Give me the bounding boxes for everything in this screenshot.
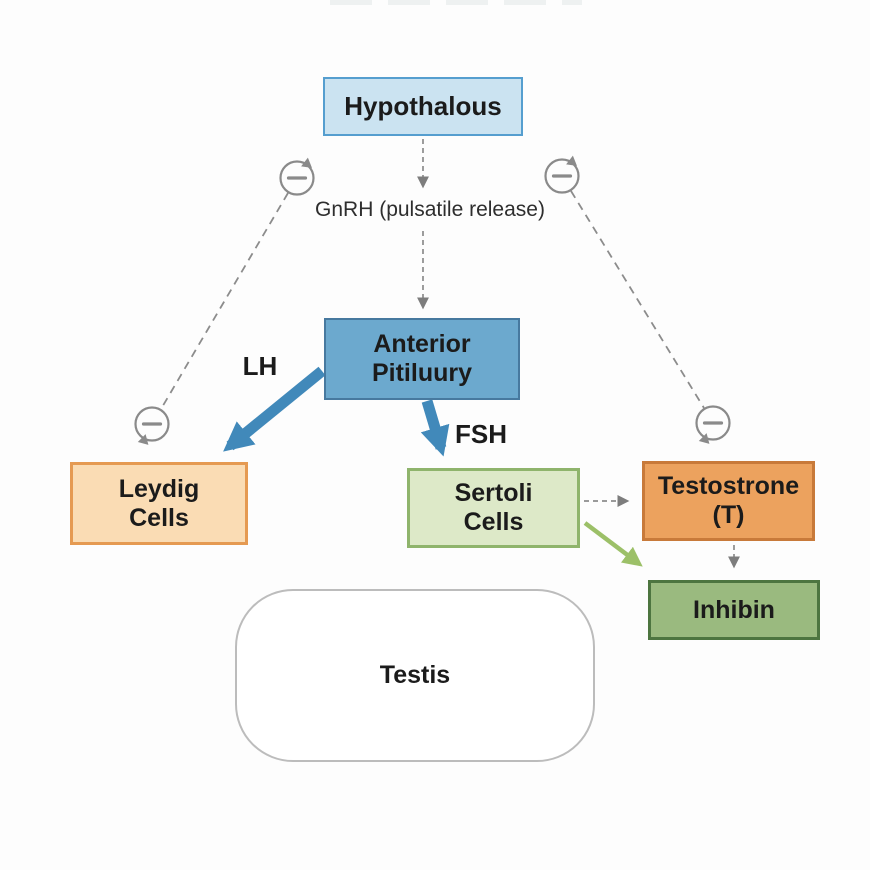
lh-label: LH [242, 351, 278, 381]
negative-feedback-icon [134, 406, 170, 445]
node-testis: Testis [235, 589, 595, 762]
fsh-arrow [420, 399, 450, 457]
node-leydig-cells-label: Leydig Cells [118, 474, 200, 532]
node-sertoli-cells: Sertoli Cells [407, 468, 580, 548]
right-negative-feedback-line [570, 190, 705, 409]
negative-feedback-icon [279, 157, 315, 196]
node-anterior-pituitary-label: Anterior Pitiluury [371, 330, 472, 387]
negative-feedback-icon [695, 405, 731, 444]
node-leydig-cells: Leydig Cells [70, 462, 248, 545]
negative-feedback-icon [544, 155, 580, 194]
node-inhibin-label: Inhibin [693, 595, 775, 624]
node-sertoli-cells-label: Sertoli Cells [454, 479, 533, 536]
node-hypothalamus: Hypothalous [323, 77, 523, 136]
node-inhibin: Inhibin [648, 580, 820, 640]
cropped-title-artifact [330, 0, 582, 5]
lh-arrow [223, 366, 326, 452]
fsh-label: FSH [455, 419, 507, 449]
node-hypothalamus-label: Hypothalous [344, 91, 502, 122]
node-anterior-pituitary: Anterior Pitiluury [324, 318, 520, 400]
node-testosterone-label: Testostrone (T) [657, 472, 800, 529]
sertoli-to-inhibin-arrow [583, 521, 643, 567]
node-testis-label: Testis [379, 661, 451, 689]
node-testosterone: Testostrone (T) [642, 461, 815, 541]
gnrh-label: GnRH (pulsatile release) [315, 198, 545, 221]
